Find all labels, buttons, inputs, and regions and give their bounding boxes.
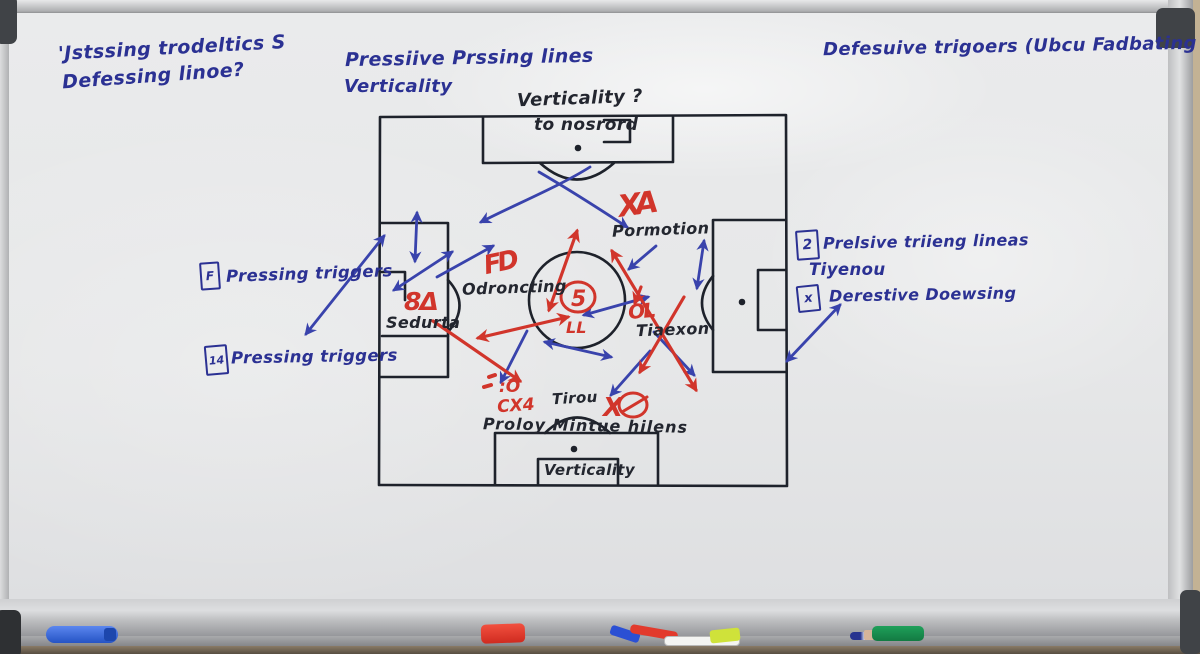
wall xyxy=(1193,0,1200,654)
corner-bottom-left xyxy=(0,610,21,654)
red-xo-circle xyxy=(617,391,649,419)
note-top-mid-line2: Verticality xyxy=(344,76,453,97)
navy-pen xyxy=(850,632,876,640)
red-arrows xyxy=(431,228,698,393)
blue-marker-cap xyxy=(104,628,116,641)
pitch-odroncting-label: Odroncting xyxy=(461,276,568,299)
red-cx4-mark: CX4 xyxy=(497,395,536,418)
red-center-sub: LL xyxy=(566,318,586,337)
marker-tray xyxy=(0,599,1194,636)
note-top-mid-line1: Pressiive Prssing lines xyxy=(344,44,594,72)
red-marker xyxy=(480,623,526,644)
frame-left xyxy=(0,0,9,620)
red-fd-mark: FD xyxy=(481,245,521,282)
wall-below xyxy=(0,646,1200,654)
green-marker-tip xyxy=(864,630,876,640)
red-center-number: 5 xyxy=(571,287,586,312)
red-xo-slash xyxy=(620,395,649,414)
red-scribbles: XA FD 8Δ 5 LL OL :O CX4 X xyxy=(404,185,659,423)
red-xa-mark: XA xyxy=(614,185,659,225)
blue-arrows xyxy=(304,165,842,397)
right-tag-2-badge: 2 xyxy=(794,229,821,261)
corner-top-left xyxy=(0,0,17,44)
white-pen xyxy=(664,636,740,646)
pitch-pormotion-label: Pormotion xyxy=(611,218,710,241)
pitch-bottom-goal-label: Verticality xyxy=(544,461,636,479)
pitch-prolog-label: Proloy Mintue hilens xyxy=(482,414,689,437)
frame-right xyxy=(1168,0,1194,604)
red-ol-mark: OL xyxy=(627,298,656,324)
red-83-mark: 8Δ xyxy=(404,287,437,316)
left-tag-14-label: Pressing triggers xyxy=(230,345,398,368)
pitch-lines xyxy=(377,113,789,488)
pitch-tiaexon-label: Tiaexon xyxy=(635,318,710,341)
right-tag-x-label: Derestive Doewsing xyxy=(828,283,1017,306)
right-tag-x-badge: x xyxy=(795,283,822,314)
corner-top-right xyxy=(1156,8,1195,48)
right-tag-2-label: Prelsive triieng lineas xyxy=(822,230,1029,253)
red-colon-o-mark: :O xyxy=(499,377,520,397)
red-dash-marks xyxy=(482,373,497,389)
pitch-tirou-label: Tirou xyxy=(551,387,599,409)
green-marker xyxy=(872,626,924,641)
red-center-circle xyxy=(559,280,597,314)
frame-top xyxy=(0,0,1200,13)
blue-marker xyxy=(46,626,118,643)
left-tag-f-badge: F xyxy=(199,261,221,291)
pitch-top-question: Verticality ? xyxy=(516,85,644,112)
pitch-top-goal-label: to nosrord xyxy=(534,115,639,135)
pitch-seduta-label: Sedurta xyxy=(386,313,461,332)
right-note-tiyenou: Tiyenou xyxy=(809,260,886,279)
left-tag-14-badge: 14 xyxy=(203,344,230,376)
corner-bottom-right xyxy=(1180,590,1200,654)
